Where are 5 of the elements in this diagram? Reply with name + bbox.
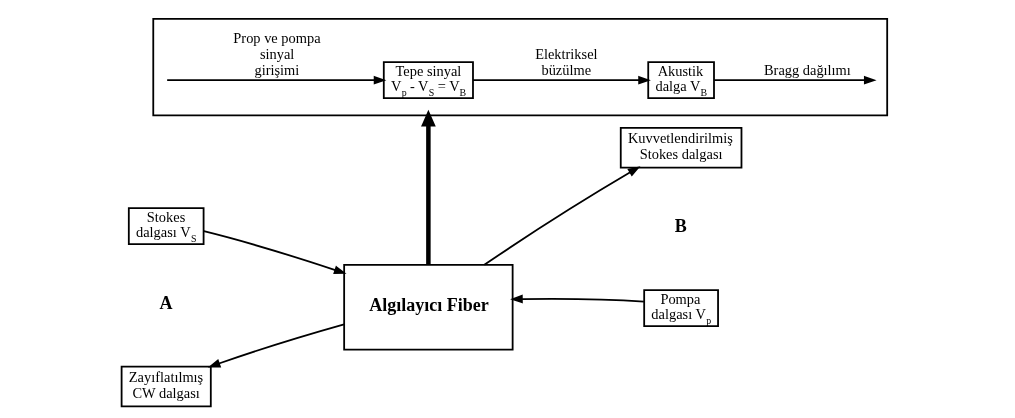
edge-label: Prop ve pompa sinyal girişimi	[232, 30, 321, 79]
edge-label: Elektriksel büzülme	[534, 46, 598, 79]
label: A	[158, 293, 172, 314]
label: B	[674, 216, 687, 237]
edge-label: Bragg dağılımı	[763, 62, 851, 79]
